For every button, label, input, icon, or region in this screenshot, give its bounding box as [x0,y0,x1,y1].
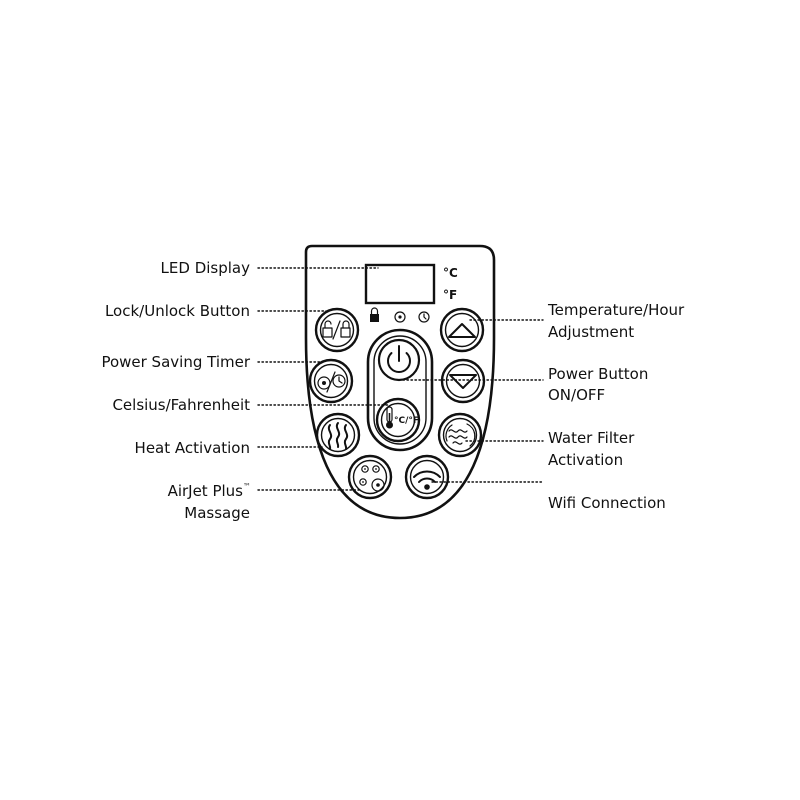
lock-unlock-button[interactable] [314,307,360,353]
wifi-button[interactable] [404,454,450,500]
label-celsius-fahrenheit: Celsius/Fahrenheit [112,396,250,414]
airjet-massage-button[interactable] [347,454,393,500]
label-lock-unlock: Lock/Unlock Button [105,302,250,320]
water-filter-icon [445,423,476,447]
water-filter-button[interactable] [437,412,483,458]
label-wifi: Wifi Connection [548,494,666,512]
celsius-fahrenheit-button[interactable]: °C/°F [375,397,421,443]
label-power-line1: Power Button [548,365,648,383]
label-water-filter-line1: Water Filter [548,429,635,447]
celsius-fahrenheit-glyph: °C/°F [394,416,419,426]
temperature-down-button[interactable] [440,358,486,404]
label-airjet-group: AirJet Plus ™ Massage [168,482,251,522]
label-power-saving-timer: Power Saving Timer [101,353,250,371]
label-temp-hour-line2: Adjustment [548,323,634,341]
led-display-screen [364,263,436,305]
label-led-display: LED Display [161,259,251,277]
power-saving-timer-icon [317,371,346,393]
lock-indicator-icon [370,307,379,322]
triangle-up-icon [448,323,476,338]
timer-indicator-icon [394,311,406,323]
power-icon [387,345,411,374]
bubbles-icon [359,465,385,492]
lock-unlock-icon [322,320,351,340]
label-airjet-line2: Massage [184,504,250,522]
temperature-up-button[interactable] [439,307,485,353]
label-temp-hour-line1: Temperature/Hour [547,301,685,319]
label-power-line2: ON/OFF [548,386,605,404]
clock-indicator-icon [418,311,430,323]
fahrenheit-indicator: °F [443,288,457,302]
label-heat-activation: Heat Activation [135,439,250,457]
label-airjet-tm: ™ [243,482,251,491]
control-panel-outline [304,244,496,520]
heat-activation-button[interactable] [315,412,361,458]
triangle-down-icon [449,374,477,389]
heat-waves-icon [327,422,349,450]
label-water-filter-line2: Activation [548,451,623,469]
wifi-icon [413,470,441,490]
thermometer-icon [386,406,393,429]
celsius-indicator: °C [443,266,458,280]
power-saving-timer-button[interactable] [308,358,354,404]
label-airjet-line1: AirJet Plus [168,482,244,500]
